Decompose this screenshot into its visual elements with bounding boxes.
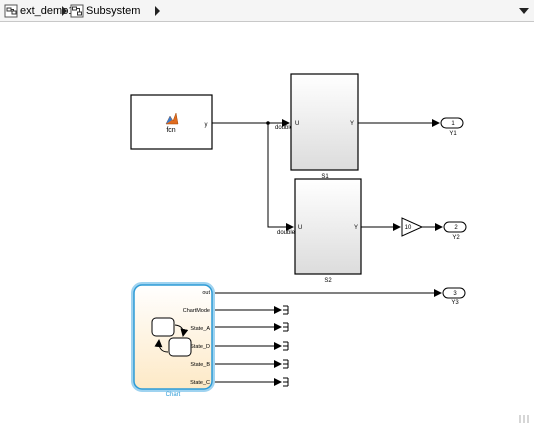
fcn-port-y: y (205, 122, 208, 128)
fcn-block[interactable]: fcn y (130, 94, 213, 150)
chart-name: Chart (166, 392, 181, 398)
terminator-blocks (283, 305, 289, 387)
chart-port-label: ChartMode (183, 308, 210, 314)
terminator-icon[interactable] (283, 377, 289, 387)
breadcrumb-item-subsystem[interactable]: Subsystem (70, 3, 140, 19)
breadcrumb-label: Subsystem (86, 5, 141, 17)
outport-name: Y1 (449, 131, 457, 137)
stateflow-chart-block[interactable]: out ChartMode State_A State_D State_B St… (131, 282, 215, 398)
chart-port-label: State_B (190, 362, 210, 368)
terminator-icon[interactable] (283, 305, 289, 315)
breadcrumb-item-model[interactable]: ext_demo1 (4, 3, 74, 19)
model-canvas[interactable]: fcn y double double U Y S1 U Y S2 10 (0, 22, 534, 427)
s1-port-y: Y (350, 121, 354, 127)
fcn-label: fcn (166, 127, 175, 134)
s2-name: S2 (324, 278, 332, 284)
breadcrumb-bar: ext_demo1 Subsystem (0, 0, 534, 22)
gain-value: 10 (405, 225, 412, 231)
terminator-icon[interactable] (283, 359, 289, 369)
subsystem-s2[interactable]: U Y S2 (294, 178, 362, 284)
s2-port-u: U (298, 225, 302, 231)
s1-port-u: U (295, 121, 299, 127)
block-diagram: fcn y double double U Y S1 U Y S2 10 (130, 73, 467, 398)
outport-name: Y2 (452, 235, 460, 241)
chart-port-label: State_D (190, 344, 210, 350)
outport-y2[interactable]: 2 Y2 (443, 221, 467, 241)
chart-port-label: State_C (190, 380, 210, 386)
s1-name: S1 (321, 174, 329, 180)
s1-type-label: double (275, 125, 294, 131)
outport-y1[interactable]: 1 Y1 (440, 117, 464, 137)
chevron-down-icon[interactable] (519, 8, 529, 14)
breadcrumb-separator-icon (155, 6, 160, 16)
terminator-icon[interactable] (283, 341, 289, 351)
s2-port-y: Y (354, 225, 358, 231)
signal-lines (211, 119, 443, 386)
outport-number: 3 (453, 291, 457, 297)
outport-number: 1 (451, 121, 455, 127)
subsystem-icon (70, 4, 84, 18)
chart-port-label: State_A (190, 326, 210, 332)
outport-name: Y3 (451, 300, 459, 306)
outport-number: 2 (454, 225, 458, 231)
model-icon (4, 4, 18, 18)
matlab-function-icon (165, 112, 179, 125)
outport-y3[interactable]: 3 Y3 (442, 287, 466, 306)
breadcrumb-label: ext_demo1 (20, 5, 75, 17)
resize-grip-icon[interactable] (518, 413, 532, 425)
terminator-icon[interactable] (283, 322, 289, 332)
s2-type-label: double (277, 230, 296, 236)
chart-port-label: out (202, 290, 210, 296)
gain-block[interactable]: 10 (401, 217, 424, 237)
subsystem-s1[interactable]: U Y S1 (290, 73, 359, 180)
state-diagram-icon (151, 317, 192, 357)
breadcrumb-separator-icon (62, 6, 67, 16)
